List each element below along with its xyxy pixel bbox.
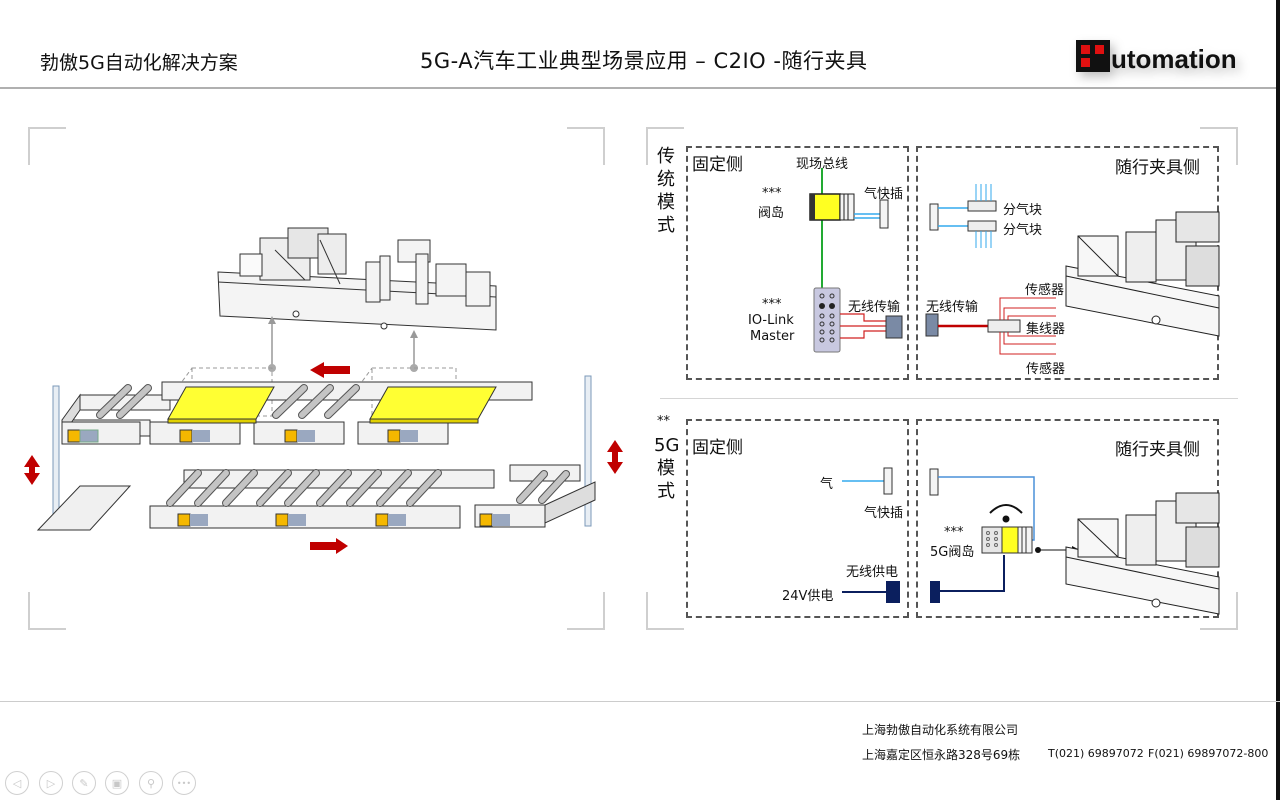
wireless-transmitter-icon xyxy=(885,315,903,339)
sensor-label: 传感器 xyxy=(1026,362,1066,377)
yellow-pallet xyxy=(369,386,497,420)
5g-valve-island-label: 5G阀岛 xyxy=(930,545,975,560)
arrow-right-icon: ▷ xyxy=(46,776,56,790)
header-divider xyxy=(0,87,1280,89)
fixture-sketch xyxy=(1065,211,1220,337)
slides-overview-button[interactable]: ▣ xyxy=(105,771,129,795)
quick-plug-icon xyxy=(879,199,889,229)
mode-label-char: 统 xyxy=(657,169,675,190)
fixture-side-title: 随行夹具侧 xyxy=(1115,158,1200,178)
24v-power-label: 24V供电 xyxy=(782,589,834,604)
mode-label-char: 模 xyxy=(657,458,675,479)
yellow-pallet xyxy=(167,386,275,420)
fixture-sketch xyxy=(217,227,497,331)
logo-text: utomation xyxy=(1111,44,1237,74)
frame-corner xyxy=(646,592,684,630)
section-divider xyxy=(660,398,1238,399)
lift-arrows xyxy=(24,440,623,485)
iolink-note: *** xyxy=(762,297,782,312)
frame-corner xyxy=(28,127,66,165)
automation-logo: utomation xyxy=(1076,40,1237,72)
manifold-label: 分气块 xyxy=(1003,223,1043,238)
mode-label-char: 式 xyxy=(657,481,675,502)
direction-arrow-left xyxy=(310,362,350,378)
manifold-label: 分气块 xyxy=(1003,203,1043,218)
wireless-power-label: 无线供电 xyxy=(846,565,899,580)
iolink-label-1: IO-Link xyxy=(748,313,794,328)
slides-icon: ▣ xyxy=(111,776,123,790)
pen-icon: ✎ xyxy=(79,776,89,790)
more-options-button[interactable]: ••• xyxy=(172,771,196,795)
fixture-sketch xyxy=(1065,492,1220,615)
footer-company: 上海勃傲自动化系统有限公司 xyxy=(862,723,1019,737)
wireless-power-icon xyxy=(886,581,900,603)
window-edge xyxy=(1276,0,1280,800)
hub-label: 集线器 xyxy=(1026,322,1066,337)
footer-address: 上海嘉定区恒永路328号69栋 xyxy=(862,748,1021,762)
5g-valve-note: *** xyxy=(944,525,964,540)
mode-label-char: 传 xyxy=(657,146,675,167)
air-label: 气 xyxy=(820,477,834,492)
fiveg-wiring-diagram xyxy=(842,467,1220,615)
fixed-side-title: 固定侧 xyxy=(692,438,743,458)
pen-tool-button[interactable]: ✎ xyxy=(72,771,96,795)
air-manifold-icon xyxy=(967,220,997,232)
mode-label-char: 模 xyxy=(657,192,675,213)
fieldbus-label: 现场总线 xyxy=(796,157,849,172)
fiveg-fixed-side-panel xyxy=(686,419,909,618)
5g-valve-island-icon xyxy=(981,526,1033,554)
zoom-button[interactable]: ⚲ xyxy=(139,771,163,795)
traditional-mode-label: 传 统 模 式 xyxy=(654,145,678,237)
direction-arrow-right xyxy=(310,538,348,554)
company-tagline: 勃傲5G自动化解决方案 xyxy=(40,52,238,74)
air-manifold-icon xyxy=(967,200,997,212)
fiveg-mode-note: ** xyxy=(657,414,670,429)
footer-fax: F(021) 69897072-800 xyxy=(1148,747,1269,760)
frame-corner xyxy=(1200,127,1238,165)
frame-corner xyxy=(567,592,605,630)
iolink-label-2: Master xyxy=(750,329,795,344)
fixture-side-title: 随行夹具侧 xyxy=(1115,440,1200,460)
slide-title: 5G-A汽车工业典型场景应用 – C2IO -随行夹具 xyxy=(420,49,868,73)
quick-plug-label: 气快插 xyxy=(864,506,904,521)
traditional-fixed-side-panel xyxy=(686,146,909,380)
traditional-wiring-diagram xyxy=(809,168,1220,355)
frame-corner xyxy=(28,592,66,630)
valve-island-note: *** xyxy=(762,186,782,201)
magnifier-icon: ⚲ xyxy=(146,776,156,790)
frame-corner xyxy=(646,127,684,165)
frame-corner xyxy=(567,127,605,165)
previous-slide-button[interactable]: ◁ xyxy=(5,771,29,795)
motor-units xyxy=(67,429,418,443)
sensor-hub-icon xyxy=(987,319,1021,333)
arrow-left-icon: ◁ xyxy=(12,776,22,790)
valve-island-label: 阀岛 xyxy=(758,206,785,221)
next-slide-button[interactable]: ▷ xyxy=(39,771,63,795)
automation-logo-icon xyxy=(1076,40,1110,72)
valve-island-icon xyxy=(809,193,855,221)
conveyor-system-diagram xyxy=(24,227,623,554)
mode-label-char: 5G xyxy=(654,435,680,456)
wifi-signal-icon xyxy=(989,504,1023,523)
mode-label-char: 式 xyxy=(657,215,675,236)
sensor-label: 传感器 xyxy=(1025,283,1065,298)
footer-divider xyxy=(0,701,1280,702)
fiveg-mode-label: 5G 模 式 xyxy=(654,434,680,503)
frame-corner xyxy=(1200,592,1238,630)
fixed-side-title: 固定侧 xyxy=(692,155,743,175)
quick-plug-label: 气快插 xyxy=(864,187,904,202)
footer-phone: T(021) 69897072 xyxy=(1048,747,1144,760)
iolink-master-icon xyxy=(813,287,841,353)
quick-plug-icon xyxy=(883,467,893,495)
wireless-tx-label: 无线传输 xyxy=(926,300,979,315)
more-icon: ••• xyxy=(176,778,192,788)
wireless-tx-label: 无线传输 xyxy=(848,300,901,315)
